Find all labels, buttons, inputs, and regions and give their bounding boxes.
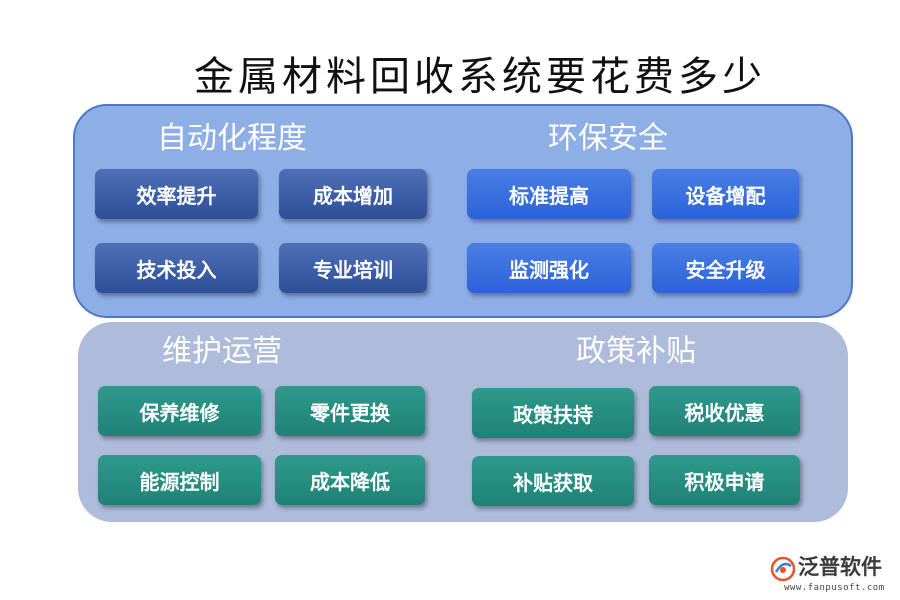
item-subsidy-acquisition: 补贴获取 bbox=[472, 456, 634, 506]
brand-logo: 泛普软件 www.fanpusoft.com bbox=[770, 552, 895, 598]
diagram-title: 金属材料回收系统要花费多少 bbox=[194, 54, 766, 100]
item-cost-increase: 成本增加 bbox=[279, 169, 427, 219]
item-monitoring-enhancement: 监测强化 bbox=[467, 243, 631, 293]
item-safety-upgrade: 安全升级 bbox=[652, 243, 799, 293]
item-maintenance-repair: 保养维修 bbox=[98, 386, 261, 436]
item-efficiency-improvement: 效率提升 bbox=[95, 169, 258, 219]
group-title-automation: 自动化程度 bbox=[157, 121, 307, 156]
fanpu-logo-icon bbox=[770, 556, 796, 582]
item-professional-training: 专业培训 bbox=[279, 243, 427, 293]
item-policy-support: 政策扶持 bbox=[472, 388, 634, 438]
item-energy-control: 能源控制 bbox=[98, 455, 261, 505]
item-technology-investment: 技术投入 bbox=[95, 243, 258, 293]
item-tax-preference: 税收优惠 bbox=[649, 386, 800, 436]
logo-name: 泛普软件 bbox=[798, 555, 882, 579]
group-title-environment-safety: 环保安全 bbox=[548, 121, 668, 156]
item-equipment-addition: 设备增配 bbox=[652, 169, 799, 219]
top-panel: 自动化程度 环保安全 效率提升 成本增加 技术投入 专业培训 标准提高 设备增配… bbox=[73, 104, 853, 318]
logo-url: www.fanpusoft.com bbox=[784, 583, 885, 593]
group-title-policy-subsidy: 政策补贴 bbox=[576, 334, 696, 369]
item-cost-reduction: 成本降低 bbox=[275, 455, 425, 505]
item-parts-replacement: 零件更换 bbox=[275, 386, 425, 436]
bottom-panel: 维护运营 政策补贴 保养维修 零件更换 能源控制 成本降低 政策扶持 税收优惠 … bbox=[78, 322, 848, 522]
group-title-maintenance-operation: 维护运营 bbox=[162, 334, 282, 369]
item-standard-raise: 标准提高 bbox=[467, 169, 631, 219]
item-active-application: 积极申请 bbox=[649, 455, 800, 505]
